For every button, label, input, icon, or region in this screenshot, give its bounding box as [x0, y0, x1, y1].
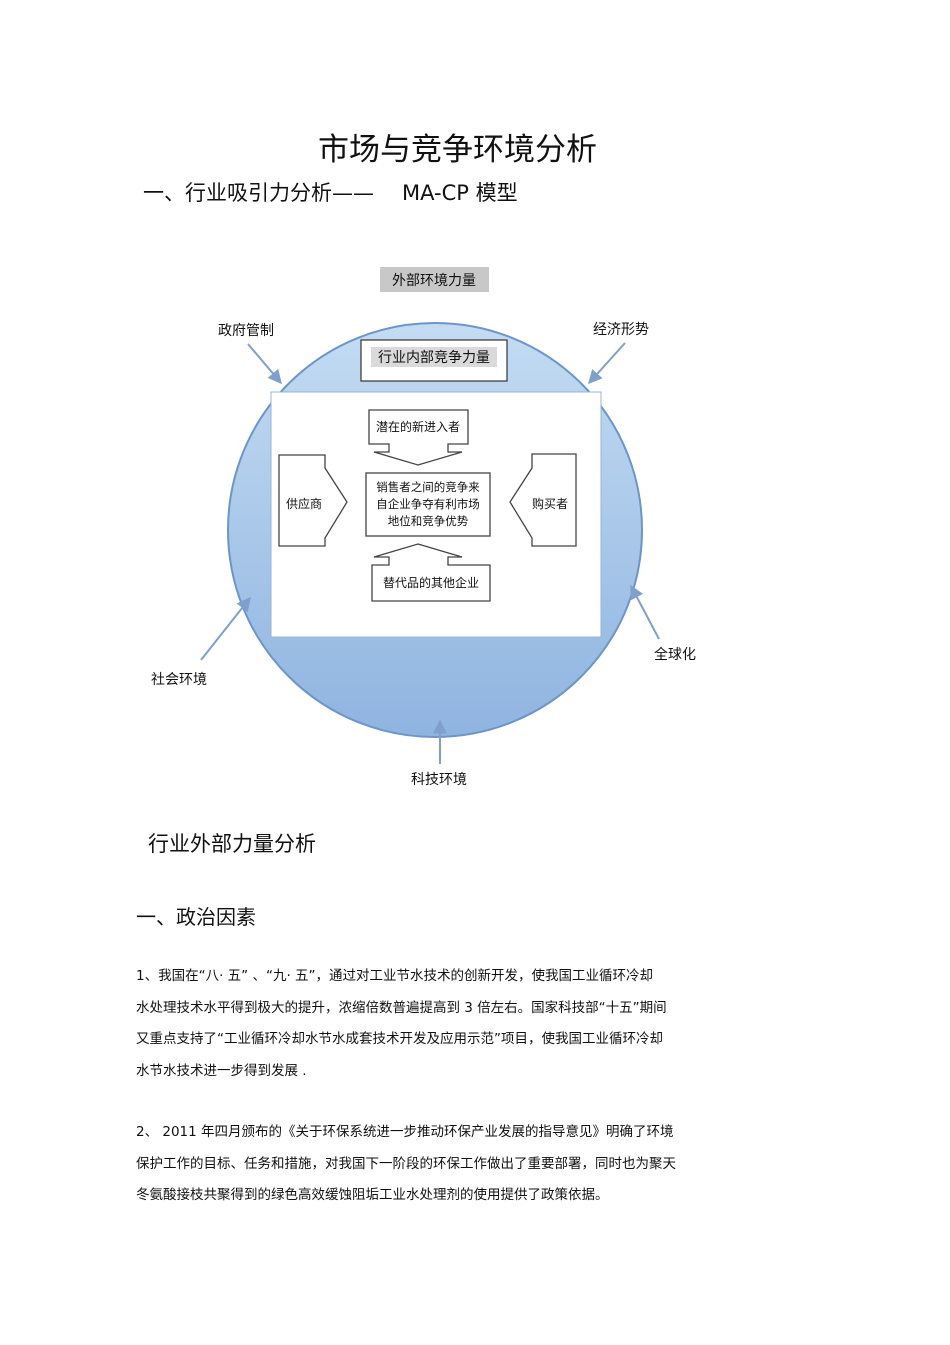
substitutes-label: 替代品的其他企业	[383, 575, 479, 590]
paragraph-line: 水节水技术进一步得到发展 .	[136, 1062, 307, 1079]
paragraph-line: 1、我国在“八· 五” 、“九· 五”，通过对工业节水技术的创新开发，使我国工业…	[136, 968, 654, 984]
section-heading-attractiveness: 一、行业吸引力分析—— MA-CP 模型	[143, 177, 518, 207]
paragraph-line: 又重点支持了“工业循环冷却水节水成套技术开发及应用示范”项目，使我国工业循环冷却	[136, 1031, 663, 1047]
paragraph-2: 2、 2011 年四月颁布的《关于环保系统进一步推动环保产业发展的指导意见》明确…	[136, 1117, 676, 1212]
buyers-arrow-shape	[509, 453, 577, 547]
force-globalization: 全球化	[654, 646, 696, 663]
entrants-arrow-shape	[368, 409, 469, 466]
macp-diagram: 外部环境力量 行业内部竞争力量 潜在的新进入者 替代品的其他企业 供应商 购买者…	[140, 262, 720, 806]
rivalry-box	[365, 472, 491, 537]
section-heading-political: 一、政治因素	[136, 905, 256, 929]
substitutes-arrow-shape	[371, 543, 491, 602]
paragraph-line: 水处理技术水平得到极大的提升，浓缩倍数普遍提高到 3 倍左右。国家科技部“十五”…	[136, 999, 667, 1016]
section-heading-external: 行业外部力量分析	[148, 832, 316, 856]
buyers-label: 购买者	[532, 496, 568, 511]
paragraph-line: 2、 2011 年四月颁布的《关于环保系统进一步推动环保产业发展的指导意见》明确…	[136, 1124, 674, 1140]
force-economy: 经济形势	[593, 322, 649, 338]
paragraph-1: 1、我国在“八· 五” 、“九· 五”，通过对工业节水技术的创新开发，使我国工业…	[136, 961, 667, 1087]
entrants-label: 潜在的新进入者	[376, 419, 460, 434]
force-government: 政府管制	[218, 323, 274, 339]
arrow-government	[247, 343, 282, 385]
section-heading-text: 一、行业吸引力分析——	[143, 181, 374, 205]
rivalry-line-2: 自企业争夺有利市场	[376, 497, 480, 511]
page-title: 市场与竞争环境分析	[318, 132, 597, 168]
suppliers-arrow-shape	[278, 454, 348, 547]
rivalry-line-1: 销售者之间的竞争来	[376, 480, 480, 494]
paragraph-line: 冬氨酸接枝共聚得到的绿色高效缓蚀阻垢工业水处理剂的使用提供了政策依据。	[136, 1187, 609, 1203]
suppliers-label: 供应商	[286, 496, 322, 511]
model-name: MA-CP 模型	[402, 181, 518, 205]
force-technology: 科技环境	[411, 772, 467, 788]
arrow-globalization	[630, 584, 660, 640]
inner-label: 行业内部竞争力量	[378, 349, 490, 366]
inner-label-bg	[371, 347, 497, 367]
outer-label-box	[380, 267, 489, 292]
force-society: 社会环境	[151, 672, 207, 688]
paragraph-line: 保护工作的目标、任务和措施，对我国下一阶段的环保工作做出了重要部署，同时也为聚天	[136, 1155, 676, 1172]
arrow-society	[200, 596, 251, 661]
arrow-economy	[588, 342, 626, 385]
outer-label: 外部环境力量	[392, 273, 476, 289]
rivalry-line-3: 地位和竞争优势	[388, 514, 469, 528]
